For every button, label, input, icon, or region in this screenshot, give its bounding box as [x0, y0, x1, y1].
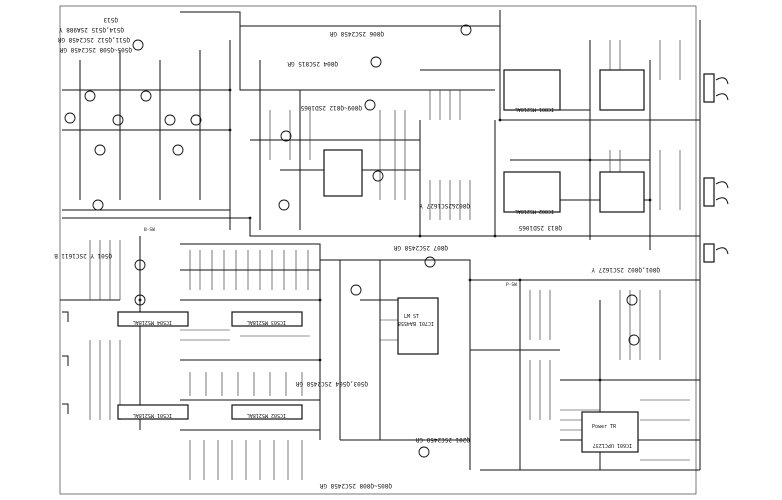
label-q804: Q804 2SC815 GR [287, 60, 338, 67]
transistors [64, 24, 640, 458]
ic-block-ic504 [117, 311, 189, 327]
label-ic502: IC502 M5218AL [247, 412, 286, 418]
label-q511: Q511,Q512 2SC2458 GR [57, 36, 130, 43]
ic-block-ic701 [397, 297, 439, 355]
ic-block-ic802 [503, 171, 561, 213]
label-power-tr: Power TR [592, 424, 617, 430]
upright-labels: Power TR LM ST B-SW P-SW [144, 227, 617, 430]
label-lm-st: LM ST [404, 314, 419, 320]
ic-block-q809 [323, 149, 363, 197]
frame [59, 5, 697, 495]
ic-block-ic601 [581, 411, 639, 453]
label-q514: Q514,Q515 2SA988 Y [59, 26, 124, 33]
label-q503: Q503,Q504 2SC2458 GR [295, 380, 368, 387]
output-connectors [62, 73, 729, 414]
label-ic504: IC504 M5218AL [133, 319, 172, 325]
component-traces [89, 40, 690, 480]
label-ic801: IC801 M5218AL [515, 106, 554, 112]
label-q805: Q805~Q808 2SC2458 GR [319, 482, 392, 489]
label-q802: Q802&2SC1627 Y [419, 202, 470, 209]
label-q201: Q201 2SC2458 GR [415, 436, 470, 443]
label-q801: Q801,Q802 2SC1627 Y [591, 266, 660, 273]
ic-block-ic503 [231, 311, 303, 327]
label-q807: Q807 2SC2458 GR [393, 244, 448, 251]
ic-block-pa1 [599, 69, 645, 111]
label-q809: Q809~Q812 2SD1065 [300, 104, 362, 111]
label-q501: Q501 Y 2SC1611 B [54, 252, 112, 259]
ic-block-pa2 [599, 171, 645, 213]
junctions [138, 88, 652, 382]
label-q505: Q505~Q508 2SC2458 GR [59, 46, 132, 53]
label-q813: Q813 2SD1065 [518, 224, 562, 231]
label-q806: Q806 2SC2458 GR [329, 30, 384, 37]
ic-blocks [117, 69, 645, 453]
flipped-labels: Q806 2SC2458 GR Q513 Q514,Q515 2SA988 Y … [54, 16, 660, 489]
label-ic701: IC701 BA4558 [398, 320, 434, 326]
ic-block-ic502 [231, 404, 303, 420]
label-p-sw: P-SW [506, 282, 517, 288]
wiring [60, 10, 701, 471]
label-q513: Q513 [103, 16, 118, 23]
label-ic802: IC802 M5218AL [515, 208, 554, 214]
ic-block-ic801 [503, 69, 561, 111]
label-ic501: IC501 M5218AL [133, 412, 172, 418]
label-ic503: IC503 M5218AL [247, 319, 286, 325]
label-ic601: IC601 UPC1237 [593, 442, 632, 448]
label-b-sw: B-SW [144, 227, 155, 233]
ic-block-ic501 [117, 404, 189, 420]
